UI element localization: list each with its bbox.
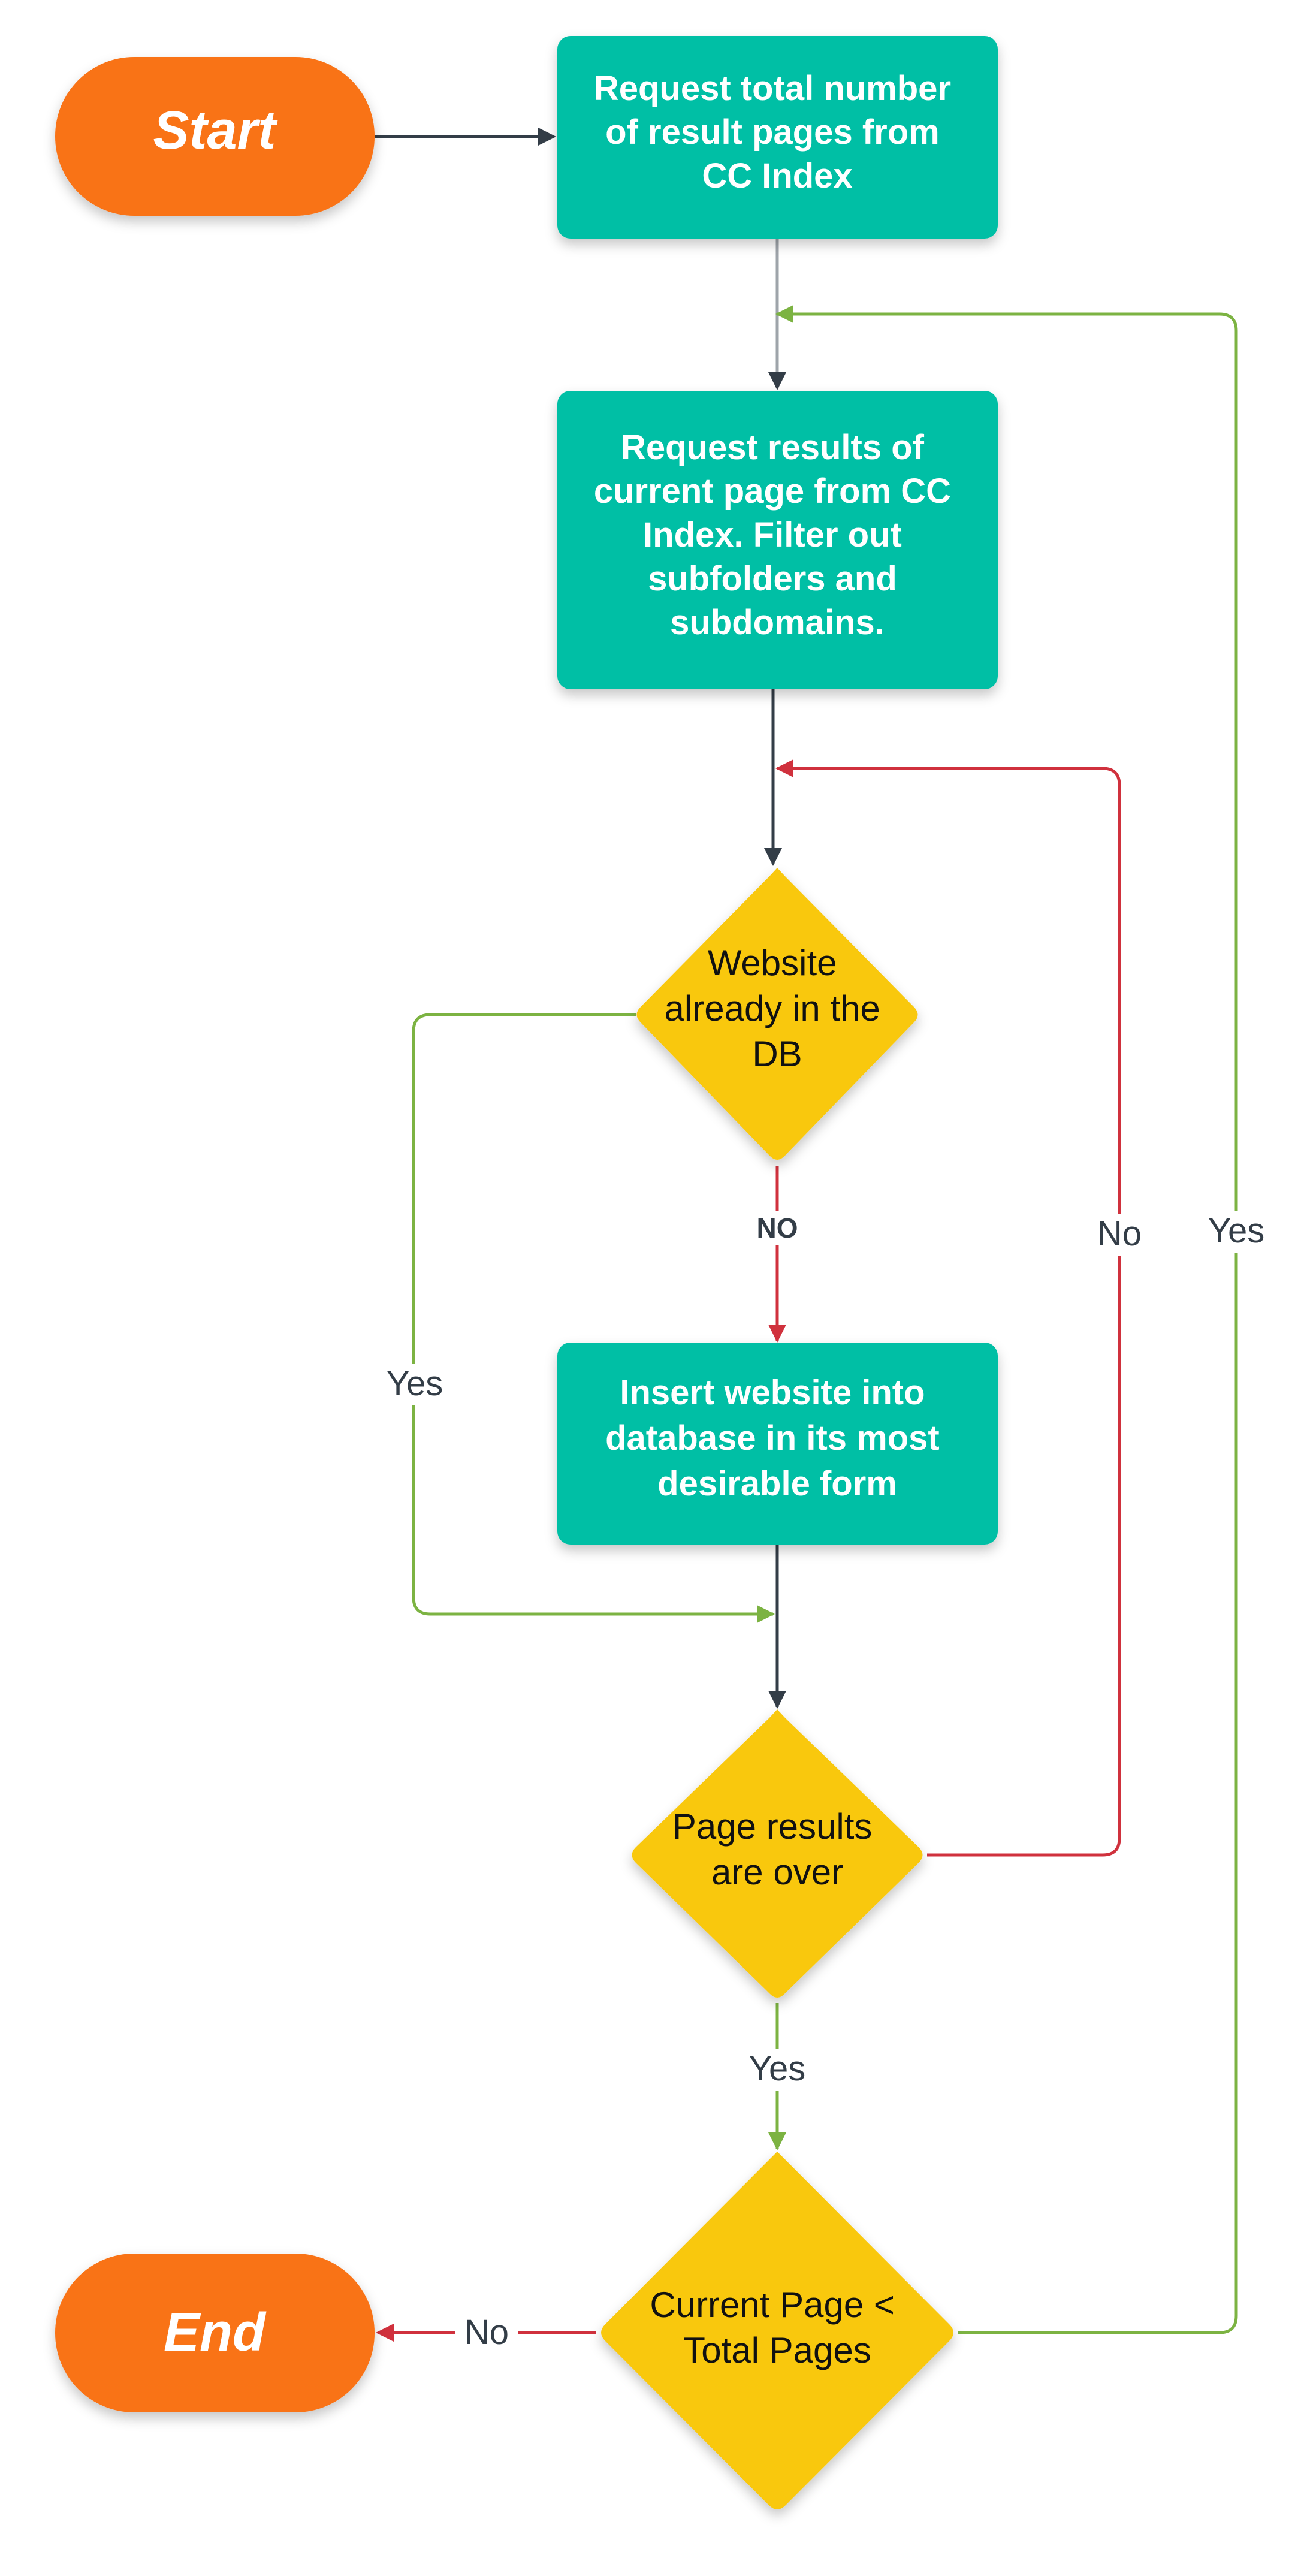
request-results-line-5: subdomains.: [670, 603, 885, 642]
insert-website-line-1: Insert website into: [620, 1373, 925, 1412]
current-page-label: Current Page < Total Pages: [650, 2285, 904, 2370]
edge-current-page-yes-loop: [775, 305, 1238, 2334]
request-total-line-2: of result pages from: [605, 113, 940, 152]
label-yes-next: Yes: [749, 2049, 806, 2088]
label-yes-skip: Yes: [387, 1364, 443, 1403]
page-results-over-line-2: are over: [711, 1852, 843, 1892]
start-terminal: Start: [55, 57, 375, 216]
insert-website-line-2: database in its most: [605, 1419, 940, 1458]
end-label: End: [164, 2303, 267, 2363]
end-terminal: End: [55, 2254, 375, 2412]
request-results-process: Request results of current page from CC …: [557, 391, 998, 689]
start-line-1: Start: [153, 101, 278, 161]
request-results-line-3: Index. Filter out: [643, 515, 902, 554]
page-results-over-decision: Page results are over: [632, 1709, 923, 1998]
request-results-label: Request results of current page from CC …: [594, 428, 961, 642]
edge-website-in-db-yes-bypass: [412, 1013, 775, 1623]
page-results-over-label: Page results are over: [672, 1806, 882, 1892]
label-no-end: No: [464, 2313, 509, 2352]
start-label: Start: [153, 101, 278, 161]
insert-website-line-3: desirable form: [657, 1464, 897, 1503]
page-results-over-line-1: Page results: [672, 1806, 873, 1847]
request-results-line-2: current page from CC: [594, 472, 951, 511]
end-line-1: End: [164, 2303, 267, 2363]
edge-page-results-over-no-loop: [775, 759, 1121, 1857]
insert-website-process: Insert website into database in its most…: [557, 1343, 998, 1545]
current-page-decision: Current Page < Total Pages: [601, 2152, 953, 2509]
label-no-loop: No: [1097, 1214, 1142, 1253]
insert-website-label: Insert website into database in its most…: [605, 1373, 949, 1503]
current-page-line-2: Total Pages: [683, 2330, 871, 2370]
request-total-line-1: Request total number: [594, 69, 951, 108]
label-yes-outer: Yes: [1208, 1211, 1265, 1250]
website-in-db-line-1: Website: [708, 943, 837, 983]
label-no-insert: NO: [757, 1212, 798, 1244]
website-in-db-line-2: already in the: [665, 988, 880, 1028]
current-page-line-1: Current Page <: [650, 2285, 895, 2325]
request-results-line-1: Request results of: [621, 428, 925, 467]
request-total-label: Request total number of result pages fro…: [594, 69, 961, 195]
website-in-db-label: Website already in the DB: [665, 943, 891, 1074]
edge-labels: NO Yes No Yes Yes No: [378, 1211, 1272, 2354]
request-total-line-3: CC Index: [702, 156, 852, 195]
website-in-db-decision: Website already in the DB: [636, 868, 918, 1160]
request-total-process: Request total number of result pages fro…: [557, 36, 998, 239]
request-results-line-4: subfolders and: [648, 559, 897, 598]
edges: [375, 128, 1238, 2342]
website-in-db-line-3: DB: [752, 1034, 802, 1074]
